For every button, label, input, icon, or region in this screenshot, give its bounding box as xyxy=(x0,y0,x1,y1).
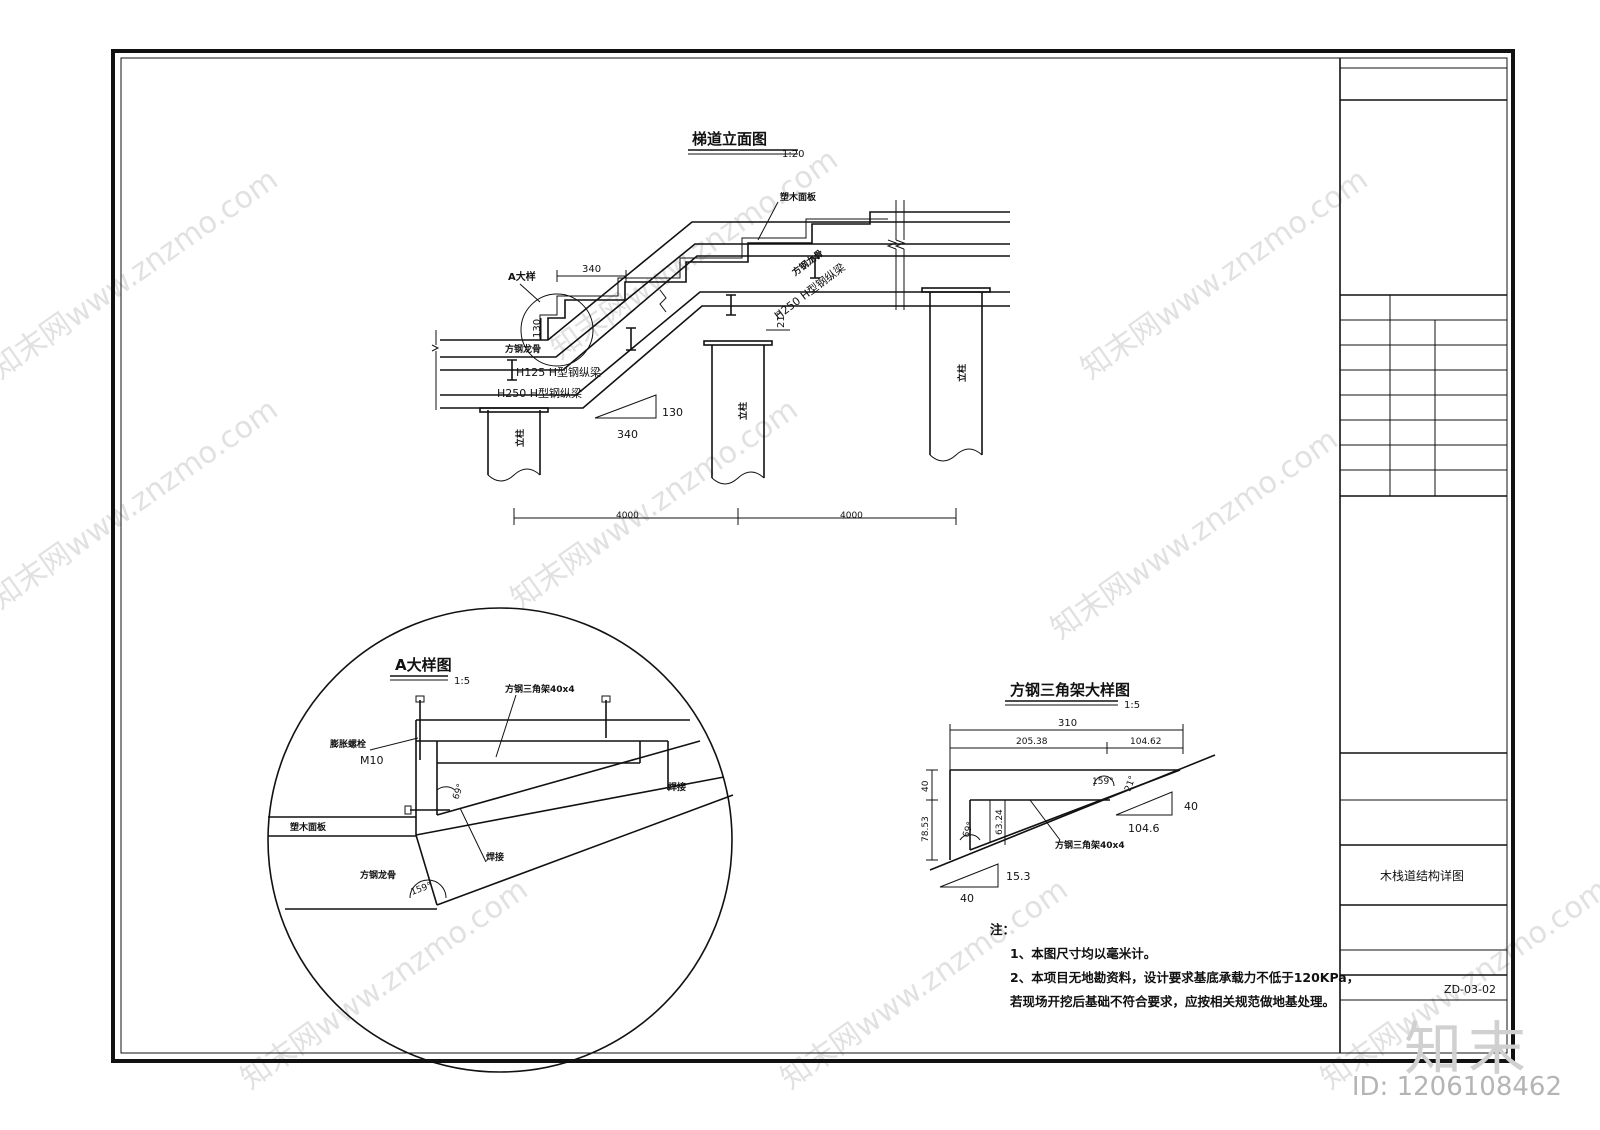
watermark-text: 知末网www.znzmo.com xyxy=(0,162,284,387)
label-post-1: 立柱 xyxy=(514,429,526,447)
label-bolt-size: M10 xyxy=(360,754,384,767)
dim-slope-rise: 130 xyxy=(662,406,683,419)
post-middle xyxy=(703,340,773,485)
angle-right: 21° xyxy=(1123,775,1138,793)
notes-heading: 注： xyxy=(990,922,1016,937)
dim-small-run: 40 xyxy=(960,892,974,905)
label-weld-mid: 焊接 xyxy=(486,851,504,863)
angle-a2: 159° xyxy=(410,881,434,898)
triangle-detail-scale: 1:5 xyxy=(1124,700,1140,711)
label-tube: 方钢龙骨 xyxy=(360,869,396,881)
watermark-brand: 知末 xyxy=(1403,1015,1532,1083)
label-beam-h125: H125 H型钢纵梁 xyxy=(516,365,601,379)
dim-height-top: 40 xyxy=(921,780,931,792)
drawing-number: ZD-03-02 xyxy=(1444,983,1496,996)
label-post-2: 立柱 xyxy=(737,402,749,420)
triangle-detail: 方钢三角架大样图 1:5 310 205.38 104.62 4 xyxy=(921,681,1216,905)
dim-height-total: 78.53 xyxy=(921,816,931,842)
label-board: 塑木面板 xyxy=(290,821,327,833)
note-1: 1、本图尺寸均以毫米计。 xyxy=(1010,946,1157,961)
note-2: 2、本项目无地勘资料，设计要求基底承载力不低于120KPa， xyxy=(1010,970,1360,985)
outer-frame xyxy=(111,49,1515,1063)
label-post-3: 立柱 xyxy=(956,364,968,382)
watermark-id: ID: 1206108462 xyxy=(1351,1072,1562,1102)
dim-inner: 63.24 xyxy=(995,809,1005,835)
detail-a-marker xyxy=(520,293,594,367)
bolt-icon xyxy=(415,695,425,760)
note-3: 若现场开挖后基础不符合要求，应按相关规范做地基处理。 xyxy=(1010,994,1336,1009)
label-bolt: 膨胀螺栓 xyxy=(329,738,366,750)
watermark-text: 知末网www.znzmo.com xyxy=(505,392,805,617)
title-block xyxy=(1339,58,1507,1053)
dim-slope-run: 104.6 xyxy=(1128,822,1160,835)
angle-a1: 69° xyxy=(451,783,466,801)
detail-a: A大样图 1:5 xyxy=(267,607,734,1073)
detail-a-title: A大样图 xyxy=(395,656,452,674)
dim-angle: 21° xyxy=(776,310,787,328)
watermark-text: 知末网www.znzmo.com xyxy=(1075,162,1375,387)
watermark-text: 知末网www.znzmo.com xyxy=(545,142,845,367)
dim-total: 310 xyxy=(1058,718,1077,729)
dim-step-rise: 130 xyxy=(532,319,543,338)
detail-a-scale: 1:5 xyxy=(454,676,470,687)
dim-span-2: 4000 xyxy=(840,511,863,521)
dim-slope-run: 340 xyxy=(617,428,638,441)
dim-step-run: 340 xyxy=(582,264,601,275)
inner-frame xyxy=(120,57,1508,1054)
angle-top: 159° xyxy=(1092,777,1114,787)
label-triangle-frame: 方钢三角架40x4 xyxy=(505,683,575,695)
label-frame: 方钢三角架40x4 xyxy=(1055,839,1125,851)
label-top-board: 塑木面板 xyxy=(780,191,817,203)
label-tube-left: 方钢龙骨 xyxy=(505,343,541,355)
post-right xyxy=(921,287,991,462)
notes: 注： 1、本图尺寸均以毫米计。 2、本项目无地勘资料，设计要求基底承载力不低于1… xyxy=(990,918,1360,1014)
triangle-detail-title: 方钢三角架大样图 xyxy=(1010,681,1130,699)
watermark-text: 知末网www.znzmo.com xyxy=(0,392,284,617)
label-detail-a: A大样 xyxy=(508,270,536,283)
angle-left: 69° xyxy=(961,821,976,839)
dim-span-1: 4000 xyxy=(616,511,639,521)
detail-a-circle xyxy=(267,607,733,1073)
drawing-name: 木栈道结构详图 xyxy=(1380,868,1464,883)
watermark-text: 知末网www.znzmo.com xyxy=(1045,422,1345,647)
label-beam-h250-lower: H250 H型钢纵梁 xyxy=(497,386,582,400)
bolt-icon xyxy=(404,805,450,815)
elevation-scale: 1:20 xyxy=(782,149,804,160)
post-left xyxy=(479,407,549,482)
elevation-title: 梯道立面图 xyxy=(692,130,767,148)
label-weld-right: 焊接 xyxy=(668,781,686,793)
dim-small-rise: 15.3 xyxy=(1006,870,1031,883)
label-tube-upper: 方钢龙骨 xyxy=(790,247,826,278)
bolt-icon xyxy=(601,695,611,738)
dim-left: 205.38 xyxy=(1016,737,1048,747)
dim-slope-rise: 40 xyxy=(1184,800,1198,813)
dim-right: 104.62 xyxy=(1130,737,1162,747)
watermark-layer: 知末网www.znzmo.com 知末网www.znzmo.com 知末网www… xyxy=(0,142,1600,1097)
